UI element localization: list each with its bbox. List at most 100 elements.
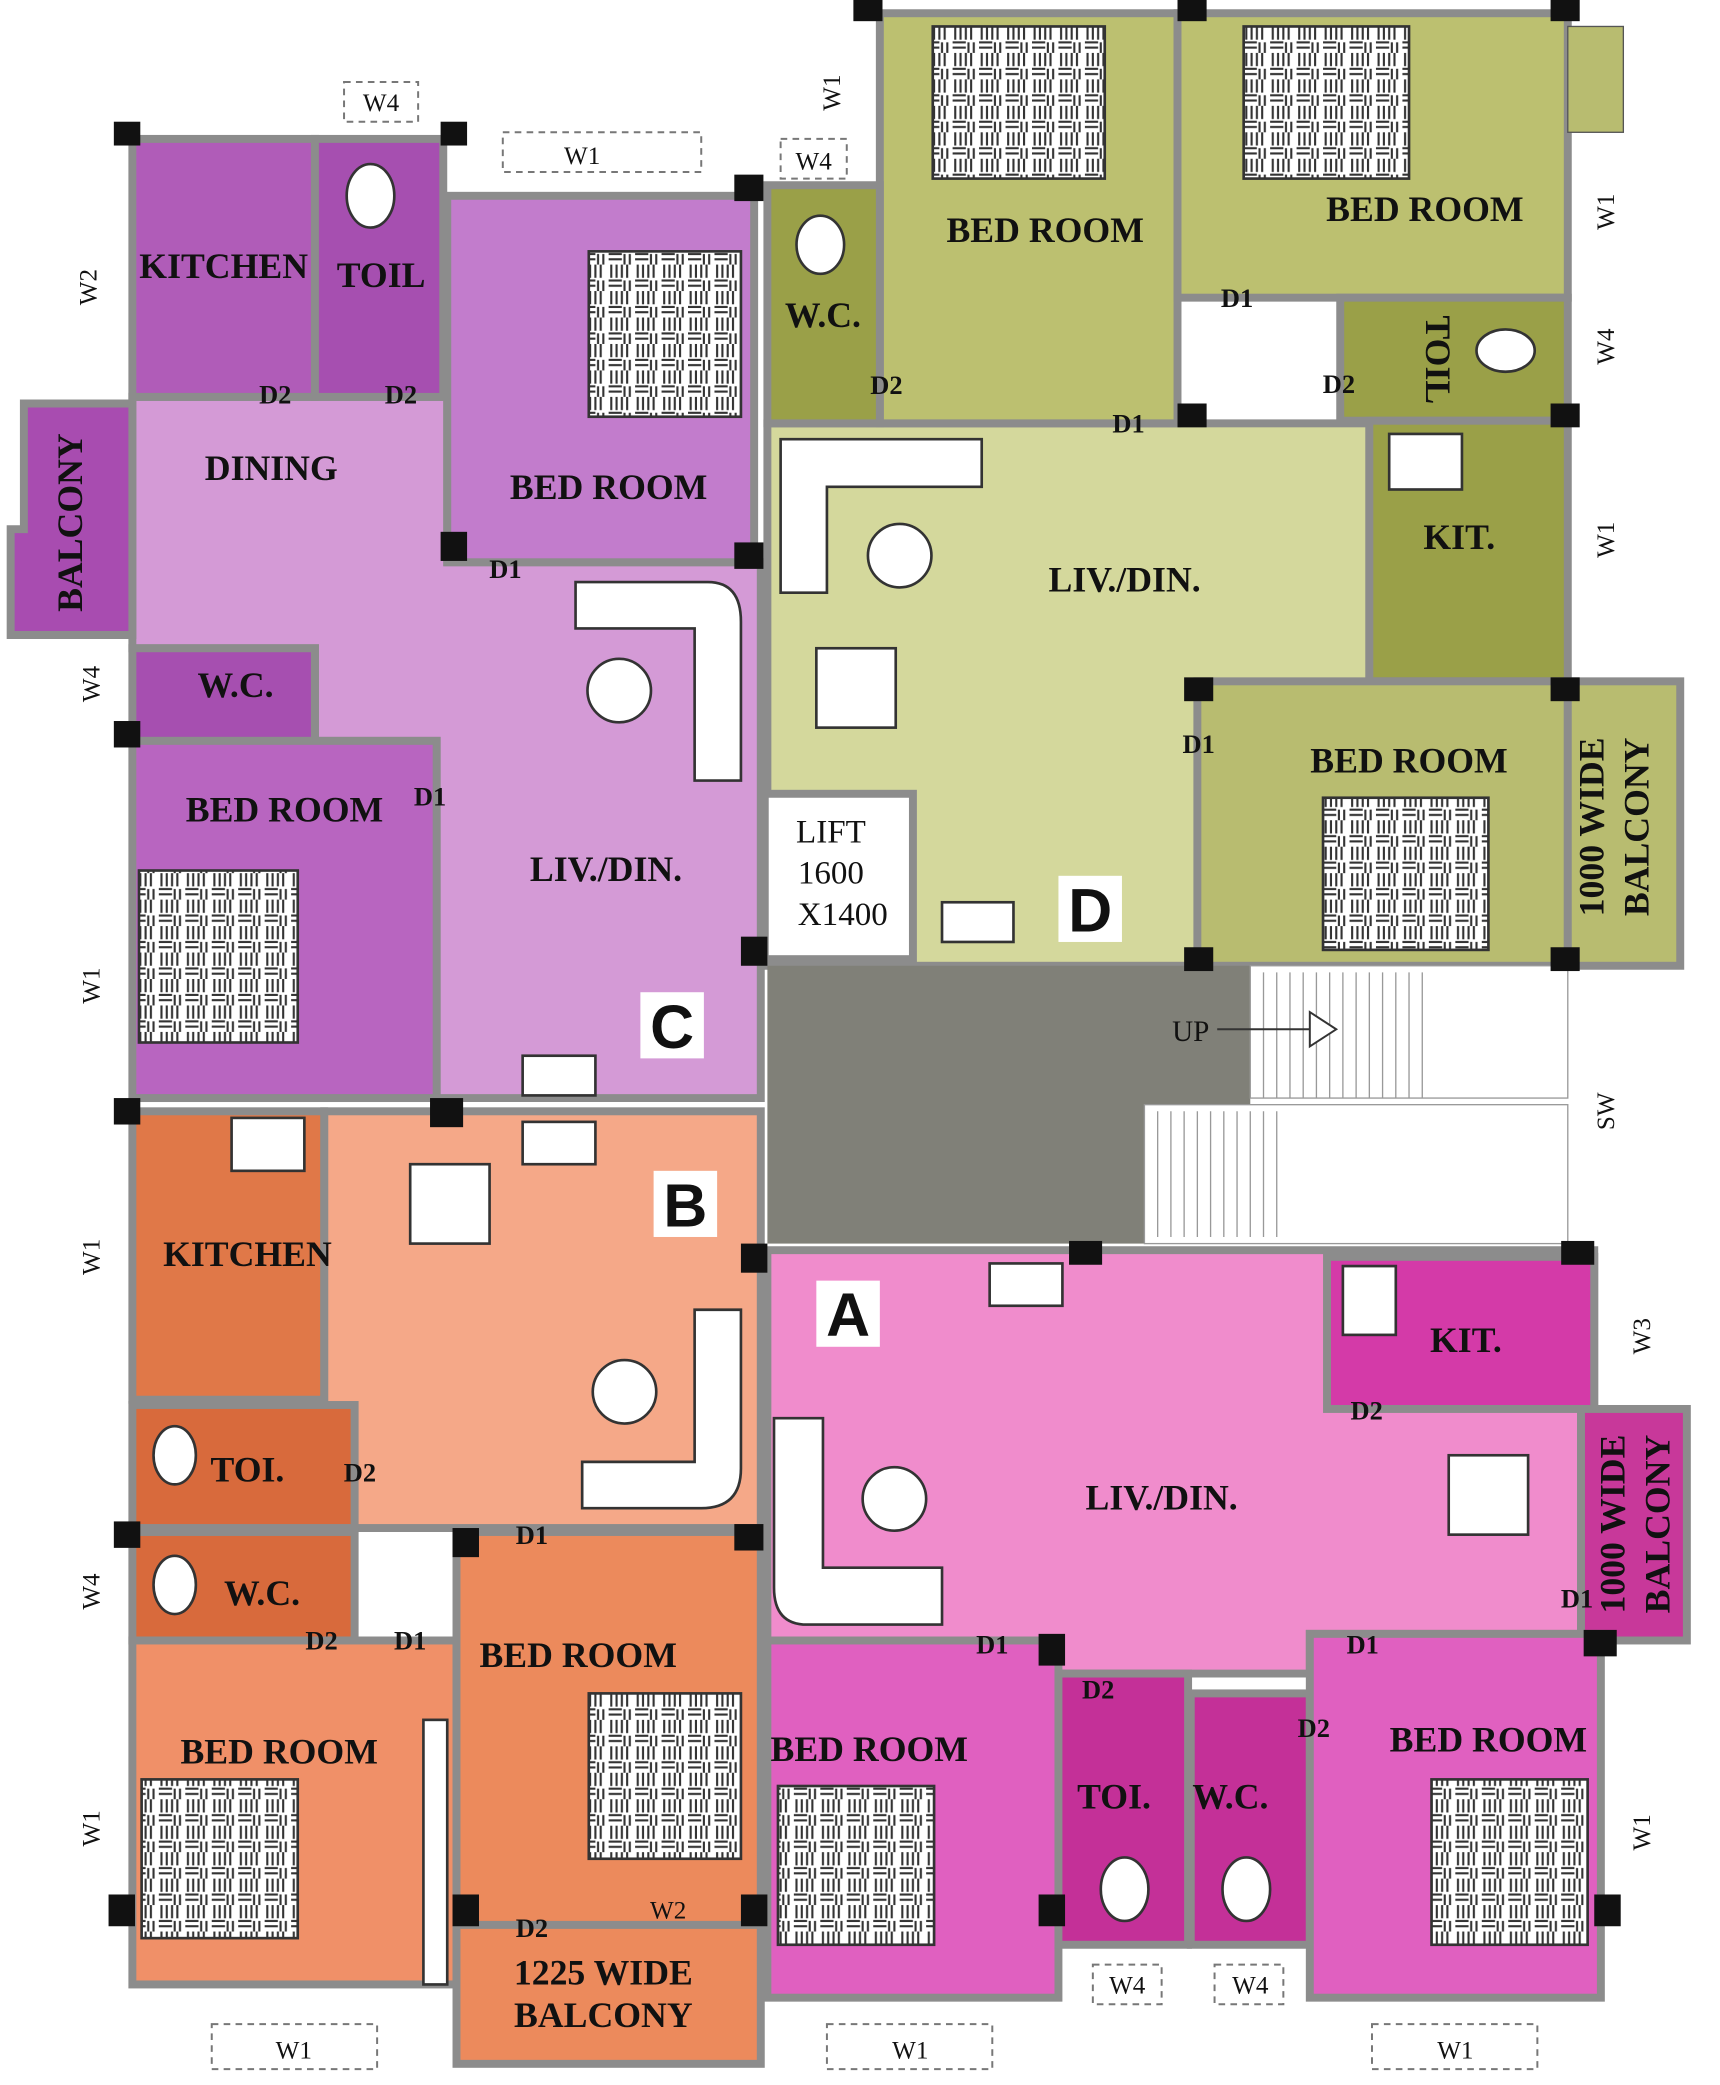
- room-label: KIT.: [1430, 1320, 1502, 1360]
- window-tag: W1: [1437, 2038, 1473, 2065]
- bed: [1321, 796, 1490, 952]
- room-label: TOI.: [211, 1450, 285, 1490]
- door-tag: D2: [385, 380, 417, 410]
- room-label: W.C.: [224, 1573, 300, 1613]
- furniture: [137, 25, 1589, 1986]
- door-tag: D1: [394, 1626, 426, 1656]
- d-stair-railing: [1567, 25, 1625, 133]
- window-tag: W1: [1629, 1814, 1656, 1850]
- room-label: TOIL: [1418, 316, 1458, 405]
- window-tag: W4: [1232, 1973, 1269, 2000]
- bed: [140, 1778, 300, 1940]
- window-tag: W4: [78, 1573, 105, 1610]
- room-label: 1000 WIDE: [1593, 1435, 1633, 1614]
- room-label: LIV./DIN.: [1048, 559, 1200, 599]
- room-label: BED ROOM: [1326, 189, 1523, 229]
- door-tag: D2: [1351, 1396, 1383, 1426]
- structural-columns: [108, 0, 1621, 1927]
- room-label: BALCONY: [1616, 737, 1656, 916]
- stair-up-label: UP: [1172, 1016, 1209, 1048]
- door-tag: D1: [1221, 283, 1253, 313]
- window-tag: W4: [363, 90, 400, 117]
- unit-letter-d: D: [1068, 876, 1112, 944]
- unit-d: [760, 9, 1685, 970]
- window-tag: W1: [1593, 194, 1620, 230]
- room-label: DINING: [205, 448, 338, 488]
- room-label: TOI.: [1077, 1776, 1151, 1816]
- window-tag: W1: [78, 1239, 105, 1275]
- window-tag: SW: [1593, 1092, 1620, 1130]
- bed: [776, 1784, 936, 1947]
- a-toi: [1054, 1669, 1193, 1949]
- window-tag: W1: [1593, 522, 1620, 558]
- b-balcony: [452, 1920, 765, 2068]
- room-label: KIT.: [1423, 517, 1495, 557]
- window-tag: W1: [564, 143, 600, 170]
- room-label: LIV./DIN.: [530, 849, 682, 889]
- room-label: LIV./DIN.: [1086, 1478, 1238, 1518]
- door-tag: D1: [516, 1520, 548, 1550]
- window-tag: W1: [892, 2038, 928, 2065]
- room-label: W.C.: [1192, 1776, 1268, 1816]
- bed: [587, 1692, 743, 1861]
- bed: [587, 250, 743, 419]
- unit-letters: C D B A: [640, 875, 1122, 1349]
- c-kitchen: [128, 134, 319, 401]
- room-label: BED ROOM: [180, 1732, 377, 1772]
- c-balcony: [6, 399, 137, 639]
- room-label: BALCONY: [514, 1995, 693, 2035]
- lift-label: X1400: [798, 897, 888, 933]
- room-label: BED ROOM: [771, 1729, 968, 1769]
- room-label: BED ROOM: [1310, 741, 1507, 781]
- window-tag: W1: [78, 967, 105, 1003]
- door-tags: D2 D2 D1 D2 D1 D1 D2 D1 D1 D2 D1 D2 D1 D…: [259, 283, 1593, 1943]
- window-tag: W4: [1109, 1973, 1146, 2000]
- door-tag: D2: [870, 370, 902, 400]
- door-tag: D2: [259, 380, 291, 410]
- unit-letter-a: A: [826, 1281, 870, 1349]
- door-tag: D1: [489, 554, 521, 584]
- bed: [931, 25, 1107, 180]
- door-tag: D1: [976, 1630, 1008, 1660]
- door-tag: D2: [344, 1458, 376, 1488]
- door-tag: D2: [1082, 1675, 1114, 1705]
- room-label: BED ROOM: [186, 790, 383, 830]
- door-tag: D1: [1183, 729, 1215, 759]
- window-tag: W2: [76, 269, 103, 305]
- door-tag: D1: [1347, 1630, 1379, 1660]
- window-tag: W2: [650, 1897, 686, 1924]
- lift: [760, 789, 917, 964]
- window-tag: W4: [78, 665, 105, 702]
- bed: [1242, 25, 1411, 180]
- unit-letter-b: B: [663, 1171, 707, 1239]
- window-tag: W1: [276, 2038, 312, 2065]
- window-tag: W1: [78, 1810, 105, 1846]
- room-label: BALCONY: [1638, 1435, 1678, 1614]
- room-label: BED ROOM: [946, 210, 1143, 250]
- room-label: BED ROOM: [510, 467, 707, 507]
- room-label: BED ROOM: [479, 1635, 676, 1675]
- unit-letter-c: C: [650, 993, 694, 1061]
- window-tags: W4 W1 W4 W1 W2 W1 W4 W1 W4 W1 SW W1 W3 W…: [76, 74, 1656, 2071]
- c-wc: [128, 644, 319, 745]
- window-tag: W4: [1593, 328, 1620, 365]
- door-tag: D2: [516, 1913, 548, 1943]
- room-label: KITCHEN: [163, 1234, 332, 1274]
- bed: [137, 869, 300, 1044]
- room-label: 1225 WIDE: [514, 1952, 693, 1992]
- door-tag: D2: [1323, 369, 1355, 399]
- room-label: TOIL: [337, 255, 426, 295]
- a-balcony: [1577, 1404, 1691, 1645]
- room-label: 1000 WIDE: [1572, 737, 1612, 916]
- lift-label: LIFT: [796, 815, 866, 851]
- door-tag: D2: [1298, 1713, 1330, 1743]
- d-balcony: [1563, 677, 1685, 970]
- bed: [1430, 1778, 1589, 1947]
- window-tag: W1: [819, 74, 846, 110]
- room-label: W.C.: [198, 665, 274, 705]
- door-tag: D1: [1112, 409, 1144, 439]
- door-tag: D1: [414, 782, 446, 812]
- window-tag: W3: [1629, 1318, 1656, 1354]
- window-tag: W4: [796, 148, 833, 175]
